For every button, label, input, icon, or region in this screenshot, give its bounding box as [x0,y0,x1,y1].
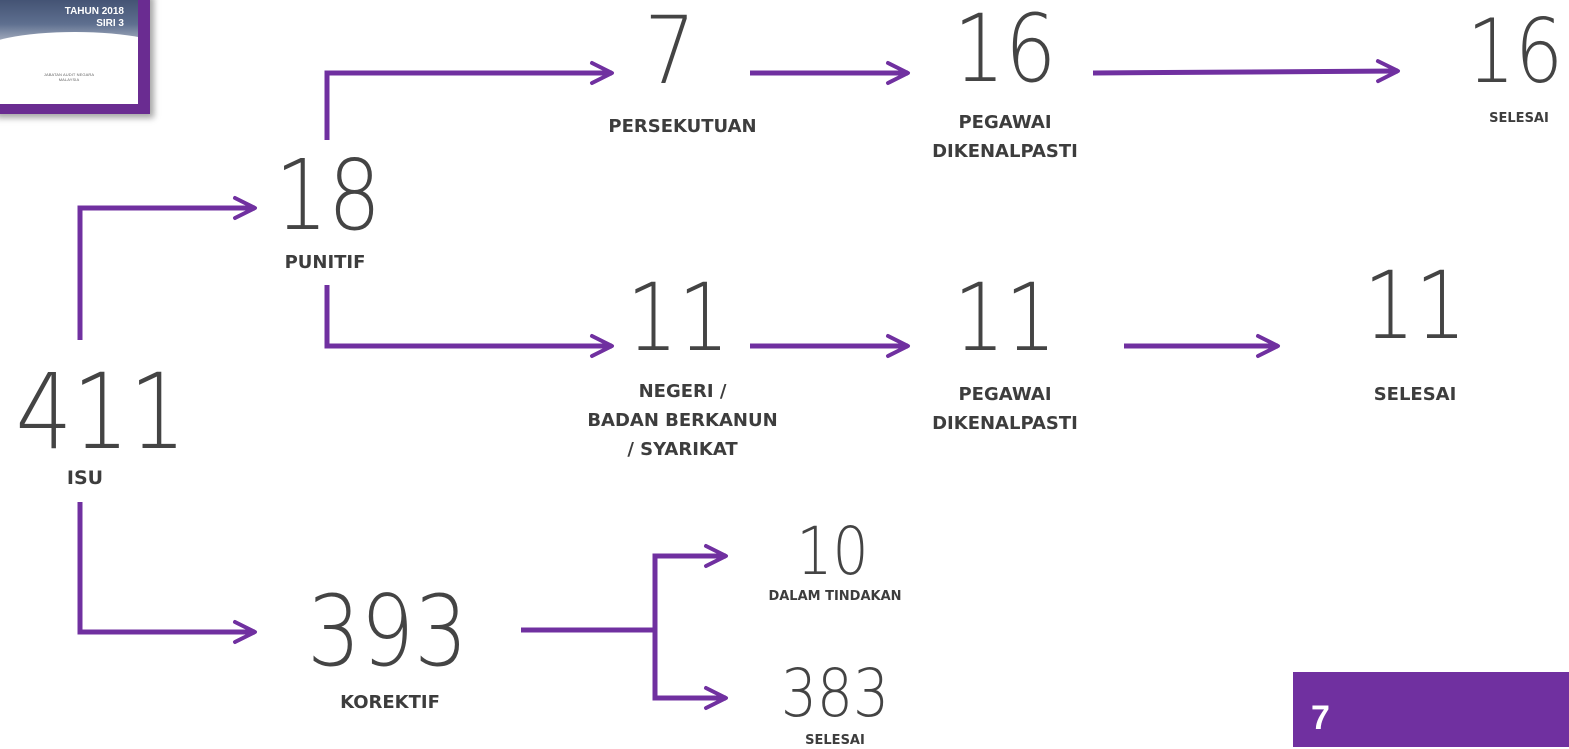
negeri-pegawai-value: 11 [953,264,1057,373]
isu-value: 411 [15,351,187,473]
persekutuan-pegawai-label-line2: DIKENALPASTI [932,141,1078,162]
persekutuan-pegawai-value: 16 [953,0,1057,104]
korektif-label: KOREKTIF [340,692,440,713]
page-number-box: 7 [1293,672,1569,747]
negeri-label-line2: BADAN BERKANUN [587,410,778,431]
punitif-label: PUNITIF [284,252,366,273]
negeri-value: 11 [626,264,730,373]
persekutuan-label: PERSEKUTUAN [608,116,757,137]
punitif-value: 18 [274,139,382,252]
korektif-selesai-label: SELESAI [805,733,865,748]
korektif-selesai-value: 383 [780,655,890,732]
dalam-tindakan-label: DALAM TINDAKAN [768,589,902,604]
arrow-to-dalam-tindakan [652,544,728,630]
cover-org-line2: MALAYSIA [58,77,80,82]
persekutuan-pegawai-label-line1: PEGAWAI [958,112,1052,133]
cover-org-line1: JABATAN AUDIT NEGARA [43,72,95,77]
persekutuan-selesai-value: 16 [1466,0,1564,103]
persekutuan-selesai-label: SELESAI [1489,111,1549,126]
page-number: 7 [1311,699,1330,737]
korektif-value: 393 [307,575,468,689]
report-cover-thumbnail: TAHUN 2018 SIRI 3 JABATAN AUDIT NEGARA M… [0,0,150,114]
persekutuan-value: 7 [644,0,696,106]
arrow-punitif-to-persekutuan [324,61,614,140]
dalam-tindakan-value: 10 [796,513,869,590]
arrow-punitif-to-negeri [324,285,614,358]
negeri-label-line1: NEGERI / [638,381,727,402]
isu-label: ISU [66,467,104,489]
negeri-selesai-value: 11 [1363,252,1467,361]
negeri-pegawai-label-line2: DIKENALPASTI [932,413,1078,434]
arrow-isu-to-korektif [77,502,257,644]
arrow-to-korektif-selesai [652,630,728,710]
negeri-pegawai-label-line1: PEGAWAI [958,384,1052,405]
cover-year: TAHUN 2018 [64,6,124,17]
negeri-label-line3: / SYARIKAT [627,439,738,460]
cover-series: SIRI 3 [96,18,124,29]
arrow-pegawai-to-selesai-top [1092,59,1400,84]
arrow-isu-to-punitif [77,196,257,340]
negeri-selesai-label: SELESAI [1373,384,1457,405]
